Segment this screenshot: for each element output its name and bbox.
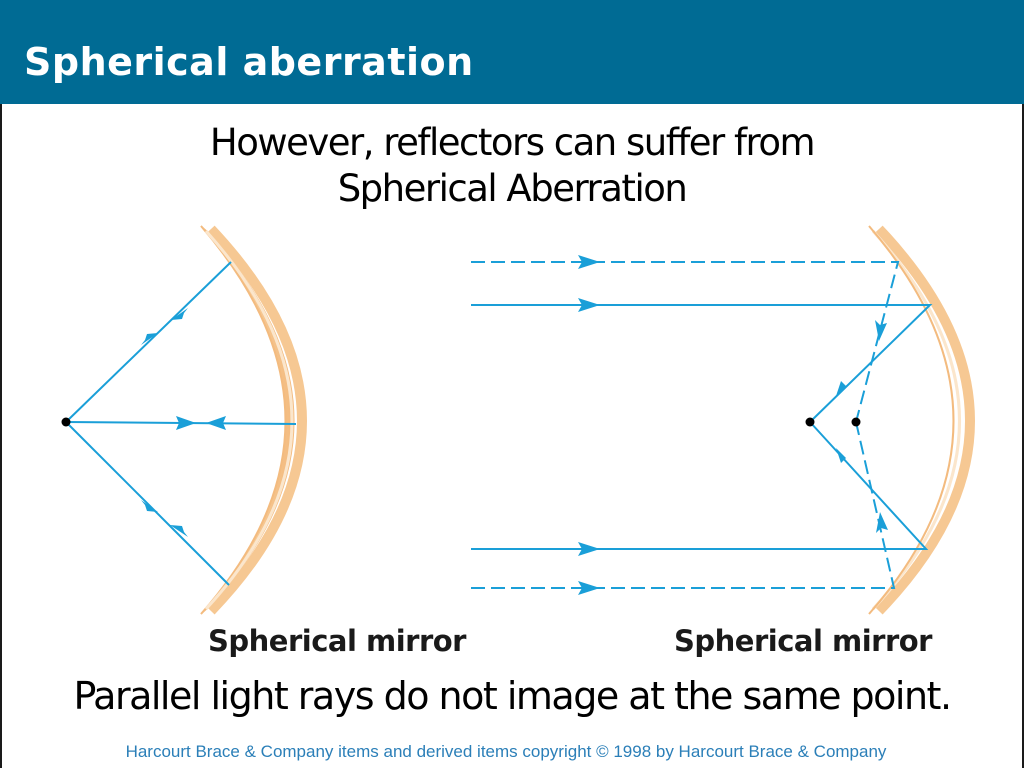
right-arrow-solid-top bbox=[578, 298, 600, 312]
right-focal-point-marginal bbox=[805, 417, 815, 427]
right-arrow-solid-bottom bbox=[578, 542, 600, 556]
left-mirror-caption: Spherical mirror bbox=[208, 624, 466, 658]
subtitle-line-2: Spherical Aberration bbox=[337, 167, 688, 210]
right-border bbox=[1022, 104, 1024, 768]
conclusion-text: Parallel light rays do not image at the … bbox=[73, 674, 952, 718]
left-focal-point bbox=[61, 417, 71, 427]
right-mirror-highlight bbox=[871, 229, 961, 611]
left-ray-lower bbox=[65, 421, 230, 586]
right-spherical-mirror bbox=[868, 225, 955, 615]
right-arrow-dashed-top bbox=[578, 255, 600, 269]
right-mirror-body bbox=[875, 225, 975, 615]
left-arrow-lower-out bbox=[141, 500, 158, 512]
left-arrow-center-in bbox=[206, 416, 226, 430]
left-border bbox=[0, 104, 2, 768]
right-arrow-solid-lower-return bbox=[836, 448, 851, 463]
slide-title: Spherical aberration bbox=[24, 40, 474, 84]
right-focal-point-paraxial bbox=[851, 417, 861, 427]
left-mirror-highlight bbox=[204, 229, 294, 611]
right-arrow-dashed-lower-return bbox=[876, 512, 888, 533]
copyright-notice: Harcourt Brace & Company items and deriv… bbox=[125, 742, 887, 761]
left-arrow-upper-out bbox=[141, 333, 158, 345]
right-arrow-solid-upper-return bbox=[836, 381, 851, 396]
left-arrow-center-out bbox=[176, 416, 196, 430]
subtitle: However, reflectors can suffer from Sphe… bbox=[0, 120, 1024, 212]
right-solid-rays bbox=[471, 304, 933, 550]
left-arrow-upper-in bbox=[171, 308, 188, 320]
right-ray-upper-dashed bbox=[471, 261, 900, 423]
left-arrow-lower-in bbox=[170, 525, 188, 537]
right-ray-lower-solid bbox=[471, 421, 929, 550]
right-arrow-dashed-bottom bbox=[578, 581, 600, 595]
right-ray-upper-solid bbox=[471, 304, 933, 423]
right-arrow-dashed-upper-return bbox=[875, 320, 887, 341]
header-bar: Spherical aberration bbox=[0, 0, 1024, 104]
left-mirror-body bbox=[207, 225, 307, 615]
right-ray-lower-dashed bbox=[471, 421, 896, 589]
right-dashed-rays bbox=[471, 261, 900, 589]
left-ray-upper bbox=[65, 261, 232, 423]
subtitle-line-1: However, reflectors can suffer from bbox=[209, 121, 816, 164]
right-mirror-caption: Spherical mirror bbox=[674, 624, 932, 658]
left-mirror-surface bbox=[200, 225, 287, 615]
left-arrowheads bbox=[141, 308, 226, 537]
right-arrowheads bbox=[578, 255, 888, 595]
